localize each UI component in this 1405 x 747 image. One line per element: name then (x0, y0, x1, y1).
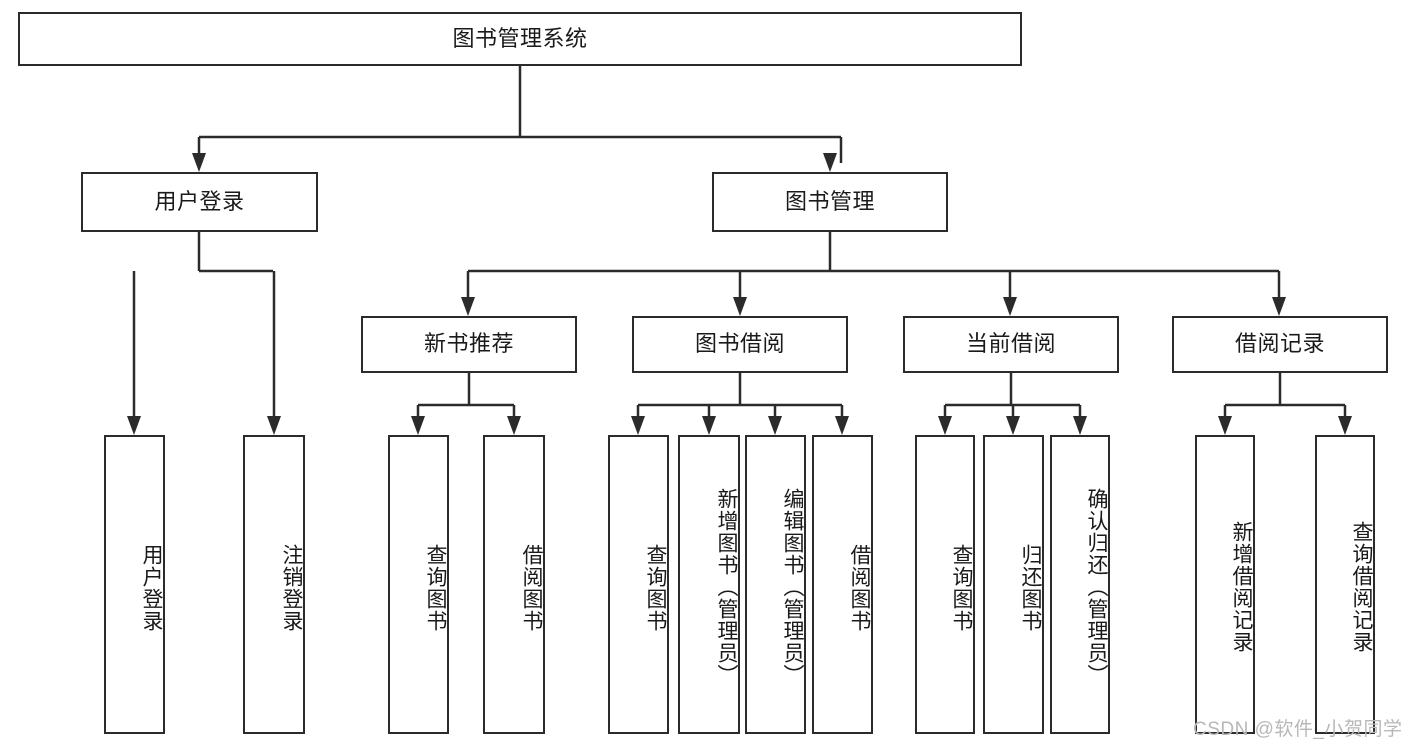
arrow-head (1006, 416, 1020, 435)
arrow-head (127, 416, 141, 435)
level3-node-current-borrow[interactable]: 当前借阅 (903, 316, 1119, 373)
node-label: 图书管理系统 (452, 25, 588, 51)
leaf-node-leaf-add-book[interactable]: 新增图书（管理员） (678, 435, 740, 734)
node-label: 确认归还（管理员） (1085, 487, 1108, 686)
arrow-head (835, 416, 849, 435)
node-label: 归还图书 (1019, 543, 1042, 632)
arrow-head (1218, 416, 1232, 435)
leaf-node-leaf-borrow-book-1[interactable]: 借阅图书 (483, 435, 545, 734)
arrow-head (411, 416, 425, 435)
leaf-node-leaf-user-login[interactable]: 用户登录 (104, 435, 165, 734)
arrow-head (768, 416, 782, 435)
leaf-node-leaf-return-book[interactable]: 归还图书 (983, 435, 1044, 734)
node-label: 编辑图书（管理员） (781, 487, 804, 686)
leaf-node-leaf-query-book-2[interactable]: 查询图书 (608, 435, 669, 734)
node-label: 借阅记录 (1234, 331, 1325, 357)
arrow-head (507, 416, 521, 435)
arrow-head (1338, 416, 1352, 435)
arrow-head (192, 153, 206, 172)
node-label: 图书管理 (784, 188, 875, 214)
leaf-node-leaf-add-record[interactable]: 新增借阅记录 (1195, 435, 1255, 734)
node-label: 用户登录 (154, 188, 245, 214)
arrow-head (267, 416, 281, 435)
arrow-head (631, 416, 645, 435)
level2-node-book-manage[interactable]: 图书管理 (712, 172, 948, 232)
node-label: 查询借阅记录 (1350, 520, 1373, 653)
leaf-node-leaf-edit-book[interactable]: 编辑图书（管理员） (745, 435, 806, 734)
root-node-root[interactable]: 图书管理系统 (18, 12, 1022, 66)
node-label: 当前借阅 (965, 331, 1056, 357)
level3-node-book-borrow[interactable]: 图书借阅 (632, 316, 848, 373)
node-label: 新增图书（管理员） (715, 487, 738, 686)
leaf-node-leaf-query-book-1[interactable]: 查询图书 (388, 435, 449, 734)
arrow-head (733, 297, 747, 316)
leaf-node-leaf-logout[interactable]: 注销登录 (243, 435, 305, 734)
node-label: 查询图书 (424, 543, 447, 632)
leaf-node-leaf-query-record[interactable]: 查询借阅记录 (1315, 435, 1375, 734)
node-label: 图书借阅 (694, 331, 785, 357)
node-label: 查询图书 (950, 543, 973, 632)
node-label: 查询图书 (644, 543, 667, 632)
arrow-head (461, 297, 475, 316)
leaf-node-leaf-query-book-3[interactable]: 查询图书 (915, 435, 975, 734)
node-label: 借阅图书 (848, 543, 871, 632)
leaf-node-leaf-confirm-return[interactable]: 确认归还（管理员） (1050, 435, 1110, 734)
arrow-head (702, 416, 716, 435)
node-label: 借阅图书 (520, 543, 543, 632)
arrow-head (1003, 297, 1017, 316)
arrow-head (1272, 297, 1286, 316)
arrow-head (1073, 416, 1087, 435)
node-label: 注销登录 (280, 543, 303, 632)
arrow-head (938, 416, 952, 435)
node-label: 新书推荐 (423, 331, 514, 357)
csdn-watermark: CSDN @软件_小贺同学 (1193, 719, 1403, 740)
leaf-node-leaf-borrow-book-2[interactable]: 借阅图书 (812, 435, 873, 734)
level3-node-borrow-record[interactable]: 借阅记录 (1172, 316, 1388, 373)
arrow-head (823, 153, 837, 172)
node-label: 用户登录 (140, 543, 163, 632)
level2-node-user-login[interactable]: 用户登录 (81, 172, 318, 232)
node-label: 新增借阅记录 (1230, 520, 1253, 653)
level3-node-new-book-recommend[interactable]: 新书推荐 (361, 316, 577, 373)
